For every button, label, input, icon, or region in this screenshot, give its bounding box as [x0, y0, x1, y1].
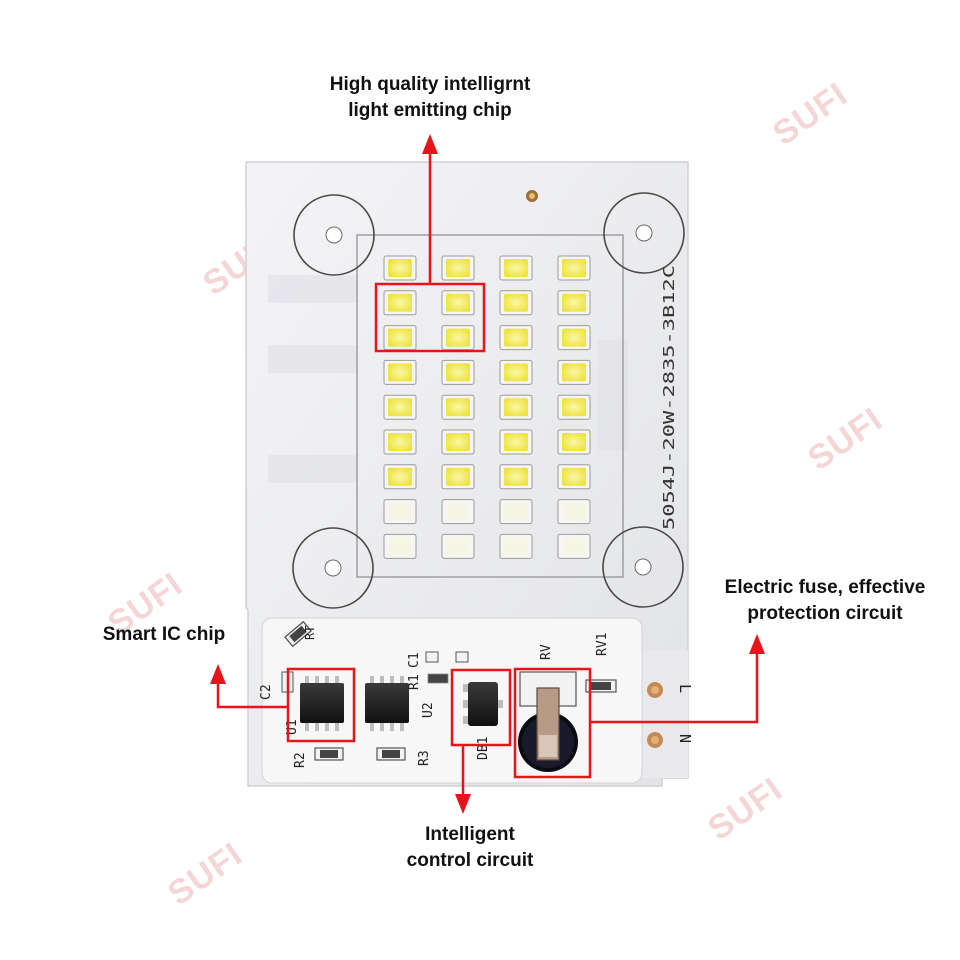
arrow-down-icon: [455, 794, 471, 814]
led-chip: [383, 394, 417, 420]
svg-text:R1: R1: [407, 674, 422, 690]
model-text: 5054J-20W-2835-3B12C: [660, 265, 678, 530]
callout-led-chip-line1: High quality intelligrnt: [329, 74, 531, 95]
led-chip: [383, 290, 417, 316]
arrow-up-icon: [749, 634, 765, 654]
svg-text:RV1: RV1: [595, 633, 610, 656]
callout-fuse-line2: protection circuit: [747, 603, 903, 624]
svg-text:RV: RV: [539, 644, 554, 660]
led-chip: [499, 394, 533, 420]
arrow-up-icon: [210, 664, 226, 684]
callout-control-line1: Intelligent: [425, 824, 515, 845]
led-chip: [383, 429, 417, 455]
led-chip: [383, 255, 417, 281]
led-area: [356, 234, 624, 578]
led-grid: [383, 255, 591, 559]
led-chip: [441, 290, 475, 316]
led-chip: [499, 325, 533, 351]
led-chip: [441, 255, 475, 281]
led-chip: [557, 429, 591, 455]
led-chip: [441, 394, 475, 420]
led-chip: [557, 255, 591, 281]
svg-text:N: N: [676, 734, 694, 743]
fuse-component: [518, 687, 578, 772]
led-chip: [557, 464, 591, 490]
svg-text:DB1: DB1: [476, 737, 491, 760]
led-chip: [383, 359, 417, 385]
mounting-hole: [292, 192, 685, 609]
arrow-up-icon: [422, 134, 438, 154]
led-chip: [441, 499, 475, 525]
led-chip: [441, 325, 475, 351]
led-chip: [441, 429, 475, 455]
svg-text:RT: RT: [303, 626, 317, 640]
led-chip: [557, 359, 591, 385]
highlight-ic-chip: [286, 667, 356, 743]
svg-text:L: L: [676, 684, 694, 693]
db1-bridge-rectifier: [463, 682, 503, 726]
svg-text:C1: C1: [407, 652, 422, 668]
callout-ic-chip: Smart IC chip: [102, 624, 226, 645]
led-chip: [557, 325, 591, 351]
callout-control-line2: control circuit: [406, 850, 534, 871]
callout-led-chip: High quality intelligrnt light emitting …: [300, 72, 560, 124]
led-chip: [499, 290, 533, 316]
led-chip: [557, 499, 591, 525]
svg-text:R3: R3: [417, 750, 432, 766]
led-chip: [499, 359, 533, 385]
led-chip: [499, 255, 533, 281]
u2-ic-chip: [365, 676, 409, 731]
led-chip: [499, 464, 533, 490]
led-chip: [383, 325, 417, 351]
highlight-control-circuit: [450, 668, 512, 747]
svg-text:C2: C2: [259, 684, 274, 700]
led-chip: [557, 290, 591, 316]
callout-led-chip-line2: light emitting chip: [348, 100, 512, 121]
led-chip: [441, 464, 475, 490]
u1-ic-chip: [300, 676, 344, 731]
led-chip: [557, 394, 591, 420]
led-chip: [499, 533, 533, 559]
callout-control-circuit: Intelligent control circuit: [380, 822, 560, 874]
led-chip: [383, 464, 417, 490]
callout-fuse: Electric fuse, effective protection circ…: [694, 575, 956, 627]
led-chip: [441, 359, 475, 385]
svg-text:R2: R2: [293, 752, 308, 768]
callout-fuse-line1: Electric fuse, effective: [724, 577, 926, 598]
led-chip: [557, 533, 591, 559]
led-chip: [499, 429, 533, 455]
led-chip: [499, 499, 533, 525]
svg-text:U2: U2: [421, 702, 436, 718]
led-chip: [441, 533, 475, 559]
led-chip: [383, 533, 417, 559]
led-chip: [383, 499, 417, 525]
